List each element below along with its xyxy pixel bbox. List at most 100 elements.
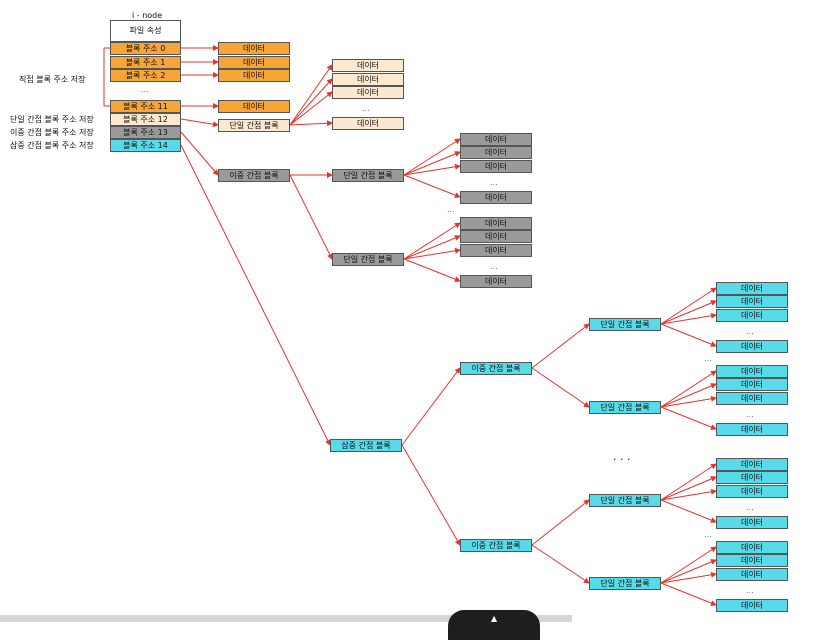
arrow-connector	[180, 144, 331, 446]
arrow-layer	[103, 45, 717, 606]
arrow-connector	[660, 476, 717, 501]
arrow-connector	[403, 222, 461, 260]
arrow-connector	[531, 544, 590, 584]
double-indirect-block: 이중 간접 블록	[460, 362, 532, 375]
data-block: 데이터	[332, 59, 404, 72]
arrow-connector	[289, 78, 333, 126]
data-block: 데이터	[716, 309, 788, 322]
vertical-ellipsis: ...	[704, 530, 712, 539]
data-block: 데이터	[716, 599, 788, 612]
arrow-connector	[660, 287, 717, 325]
arrow-connector	[403, 151, 461, 176]
triple-indirect-block: 삼중 간접 블록	[330, 439, 402, 452]
arrow-connector	[180, 118, 219, 128]
arrow-connector	[403, 163, 461, 176]
arrow-connector	[660, 499, 717, 523]
data-block: 데이터	[218, 100, 290, 113]
block-address-14: 블록 주소 14	[110, 139, 181, 152]
arrow-connector	[531, 323, 590, 369]
horizontal-scrollbar[interactable]	[0, 615, 572, 622]
single-indirect-label: 단일 간접 블록 주소 저장	[10, 115, 94, 124]
data-block: 데이터	[716, 516, 788, 529]
data-block: 데이터	[716, 541, 788, 554]
data-block: 데이터	[460, 133, 532, 146]
data-block: 데이터	[716, 554, 788, 567]
data-block: 데이터	[332, 86, 404, 99]
single-indirect-block: 단일 간접 블록	[589, 577, 661, 590]
arrow-connector	[660, 323, 717, 347]
data-block: 데이터	[332, 73, 404, 86]
block-address-12: 블록 주소 12	[110, 113, 181, 126]
arrow-connector	[660, 370, 717, 408]
arrow-connector	[289, 91, 333, 126]
data-block: 데이터	[716, 295, 788, 308]
single-indirect-block: 단일 간접 블록	[332, 253, 404, 266]
data-block: 데이터	[716, 340, 788, 353]
arrow-connector	[403, 258, 461, 282]
vertical-ellipsis: ...	[362, 104, 370, 113]
arrow-connector	[403, 138, 461, 176]
data-block: 데이터	[460, 217, 532, 230]
arrow-connector	[531, 367, 590, 408]
file-attribute-cell: 파일 속성	[110, 20, 181, 42]
single-indirect-block: 단일 간접 블록	[589, 318, 661, 331]
single-indirect-block: 단일 간접 블록	[332, 169, 404, 182]
arrow-connector	[660, 383, 717, 408]
vertical-ellipsis: ...	[447, 205, 455, 214]
data-block: 데이터	[716, 485, 788, 498]
data-block: 데이터	[716, 282, 788, 295]
block-address-0: 블록 주소 0	[110, 42, 181, 55]
data-block: 데이터	[716, 392, 788, 405]
vertical-ellipsis: ...	[746, 586, 754, 595]
arrow-connector	[660, 559, 717, 584]
double-indirect-block: 이중 간접 블록	[218, 169, 290, 182]
data-block: 데이터	[218, 56, 290, 69]
arrow-connector	[289, 64, 333, 126]
data-block: 데이터	[716, 458, 788, 471]
data-block: 데이터	[218, 42, 290, 55]
arrow-connector	[660, 546, 717, 584]
double-indirect-block: 이중 간접 블록	[460, 539, 532, 552]
arrow-connector	[180, 131, 219, 176]
single-indirect-block: 단일 간접 블록	[589, 494, 661, 507]
chevron-up-icon[interactable]: ▲	[491, 614, 498, 623]
arrow-connector	[660, 582, 717, 606]
double-indirect-label: 이중 간접 블록 주소 저장	[10, 128, 94, 137]
arrow-connector	[660, 571, 717, 584]
data-block: 데이터	[716, 568, 788, 581]
data-block: 데이터	[716, 471, 788, 484]
block-address-13: 블록 주소 13	[110, 126, 181, 139]
arrow-connector	[660, 300, 717, 325]
arrow-connector	[401, 367, 461, 446]
arrow-connector	[660, 406, 717, 430]
arrow-connector	[660, 463, 717, 501]
data-block: 데이터	[332, 117, 404, 130]
block-address-1: 블록 주소 1	[110, 56, 181, 69]
arrow-connector	[289, 120, 333, 127]
data-block: 데이터	[460, 146, 532, 159]
data-block: 데이터	[460, 230, 532, 243]
data-block: 데이터	[460, 191, 532, 204]
vertical-ellipsis: ...	[746, 503, 754, 512]
arrow-connector	[401, 444, 461, 546]
inode-ellipsis: ...	[141, 85, 149, 94]
vertical-ellipsis: ...	[746, 327, 754, 336]
center-ellipsis: · · ·	[613, 453, 631, 466]
single-indirect-block: 단일 간접 블록	[589, 401, 661, 414]
triple-indirect-label: 삼중 간접 블록 주소 저장	[10, 141, 94, 150]
arrow-connector	[289, 174, 333, 260]
block-address-2: 블록 주소 2	[110, 69, 181, 82]
inode-title: i - node	[132, 11, 163, 20]
single-indirect-block: 단일 간접 블록	[218, 119, 290, 132]
arrow-connector	[660, 395, 717, 408]
data-block: 데이터	[460, 160, 532, 173]
arrow-connector	[660, 488, 717, 501]
arrow-connector	[403, 247, 461, 260]
vertical-ellipsis: ...	[490, 178, 498, 187]
data-block: 데이터	[460, 275, 532, 288]
vertical-ellipsis: ...	[746, 410, 754, 419]
block-address-11: 블록 주소 11	[110, 100, 181, 113]
direct-block-label: 직접 블록 주소 저장	[19, 75, 86, 84]
data-block: 데이터	[460, 244, 532, 257]
data-block: 데이터	[716, 378, 788, 391]
